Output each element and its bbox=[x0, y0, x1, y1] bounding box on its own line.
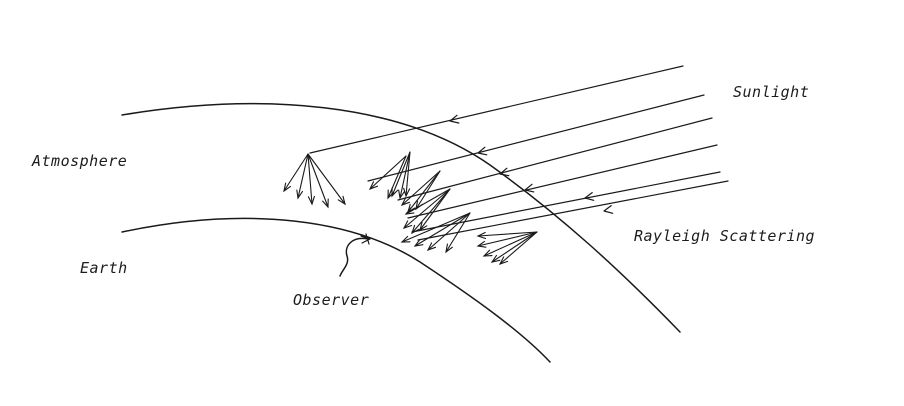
scattered-ray bbox=[307, 153, 329, 208]
ray-direction-arrow bbox=[584, 192, 595, 201]
ray-direction-arrow bbox=[449, 114, 460, 124]
scattered-ray-arrow bbox=[476, 231, 487, 240]
atmosphere-boundary-curve bbox=[121, 103, 681, 333]
ray-direction-arrow bbox=[477, 146, 488, 156]
scattered-ray bbox=[405, 188, 451, 215]
scattered-ray bbox=[427, 212, 471, 251]
scattered-ray-arrow bbox=[400, 197, 411, 206]
sunlight-rays bbox=[309, 65, 729, 241]
scattered-ray bbox=[477, 231, 538, 247]
scattered-ray-arrow bbox=[307, 195, 315, 206]
scattered-ray-arrow bbox=[337, 195, 346, 206]
scattered-ray-arrow bbox=[476, 240, 487, 248]
scattered-ray-arrow bbox=[368, 181, 379, 190]
scattered-ray bbox=[483, 231, 538, 257]
observer-label: Observer bbox=[293, 291, 369, 309]
scattered-ray bbox=[297, 153, 309, 199]
scattered-ray bbox=[407, 170, 441, 213]
sunlight-ray bbox=[417, 180, 729, 241]
scattered-ray bbox=[399, 151, 411, 199]
scattered-ray bbox=[414, 212, 471, 247]
scattered-ray-arrow bbox=[426, 242, 437, 251]
sunlight-ray bbox=[367, 94, 705, 182]
scattered-ray bbox=[491, 231, 538, 263]
atmosphere-label: Atmosphere bbox=[31, 152, 127, 170]
scattered-ray-arrow bbox=[322, 198, 329, 209]
scattering-fans bbox=[283, 151, 538, 265]
scattered-ray-arrow bbox=[445, 243, 453, 254]
scattered-ray-arrow bbox=[490, 254, 501, 263]
scattered-ray-arrow bbox=[296, 189, 304, 200]
scattered-ray bbox=[401, 212, 471, 243]
scattered-ray bbox=[415, 170, 441, 210]
sunlight-label: Sunlight bbox=[733, 83, 809, 101]
scattered-ray-arrow bbox=[400, 235, 411, 243]
scattered-ray bbox=[401, 170, 441, 206]
scattered-ray bbox=[283, 153, 309, 192]
scattered-ray bbox=[307, 153, 313, 205]
scattered-ray-arrow bbox=[404, 207, 415, 215]
scattered-ray bbox=[391, 151, 411, 197]
ray-direction-arrow bbox=[524, 183, 535, 193]
scattered-ray-arrow bbox=[283, 182, 292, 193]
scattered-ray bbox=[405, 151, 411, 197]
sunlight-ray bbox=[309, 65, 684, 154]
scattered-ray-arrow bbox=[411, 224, 420, 235]
earth-surface-curve bbox=[121, 217, 551, 363]
scattered-ray-arrow bbox=[498, 256, 509, 265]
scattered-ray-arrow bbox=[482, 249, 493, 257]
ray-direction-arrow bbox=[499, 167, 510, 177]
scattered-ray-arrow bbox=[413, 239, 424, 247]
observer-marker-icon bbox=[360, 233, 371, 245]
scattered-ray bbox=[387, 155, 407, 199]
sunlight-ray bbox=[397, 117, 713, 201]
scattered-ray bbox=[419, 188, 451, 231]
earth-label: Earth bbox=[80, 259, 128, 277]
scattered-ray bbox=[403, 188, 451, 229]
rayleigh-scattering-label: Rayleigh Scattering bbox=[634, 227, 815, 245]
scattered-ray bbox=[499, 231, 538, 265]
scattered-ray-arrow bbox=[391, 187, 399, 198]
scattered-ray bbox=[411, 188, 451, 234]
ray-direction-arrow bbox=[603, 205, 614, 214]
sunlight-ray bbox=[411, 171, 721, 233]
scattered-ray bbox=[369, 155, 407, 190]
sunlight-ray bbox=[407, 144, 718, 219]
scattered-ray bbox=[307, 153, 346, 205]
scattered-ray-arrow bbox=[402, 220, 413, 229]
scattered-ray bbox=[445, 212, 471, 253]
scattered-ray-arrow bbox=[403, 187, 411, 198]
scattered-ray-arrow bbox=[387, 189, 395, 200]
observer-pointer bbox=[339, 237, 369, 277]
scattered-ray-arrow bbox=[398, 189, 406, 200]
scattered-ray-arrow bbox=[419, 221, 428, 232]
scattered-ray bbox=[477, 231, 538, 237]
